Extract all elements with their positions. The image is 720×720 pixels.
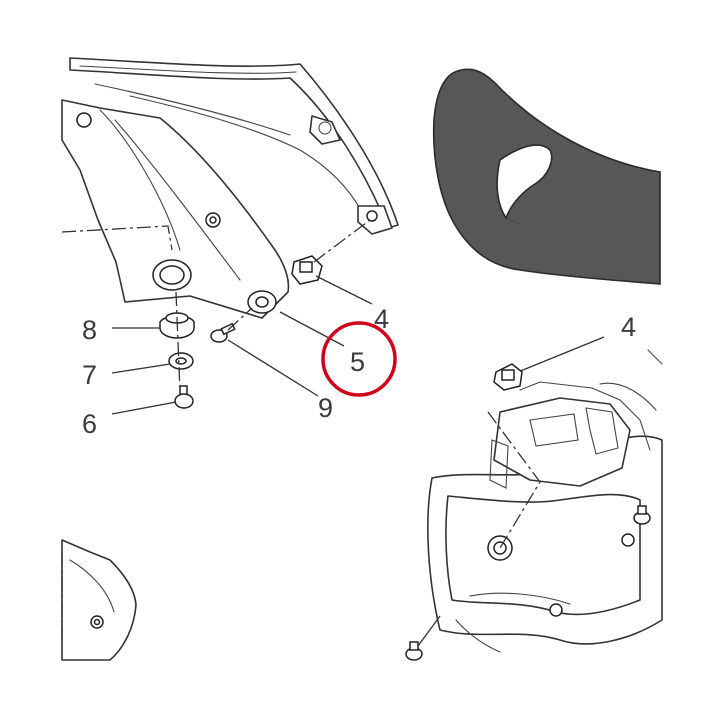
callout-4-right: 4 [621,312,636,342]
callout-6: 6 [82,409,97,439]
screw-part-6 [174,385,194,409]
callout-7: 7 [82,360,97,390]
dark-fairing-part [432,68,661,285]
clip-nut-right [493,363,523,391]
callout-9: 9 [318,393,333,423]
side-panel [61,99,290,319]
callout-5: 5 [350,347,365,377]
highlight-ring [321,321,397,397]
bolt-right [633,505,651,525]
washer-part-7 [168,352,194,370]
bolt-bottom [405,641,423,661]
callout-4-upper: 4 [374,304,389,334]
assembly-axes-left [61,219,371,393]
callout-8: 8 [82,315,97,345]
leader-lines [111,275,605,415]
clip-nut-upper [291,255,323,285]
front-mask-assembly [405,349,663,661]
lower-left-bracket [61,539,137,661]
upper-fairing [69,57,399,235]
